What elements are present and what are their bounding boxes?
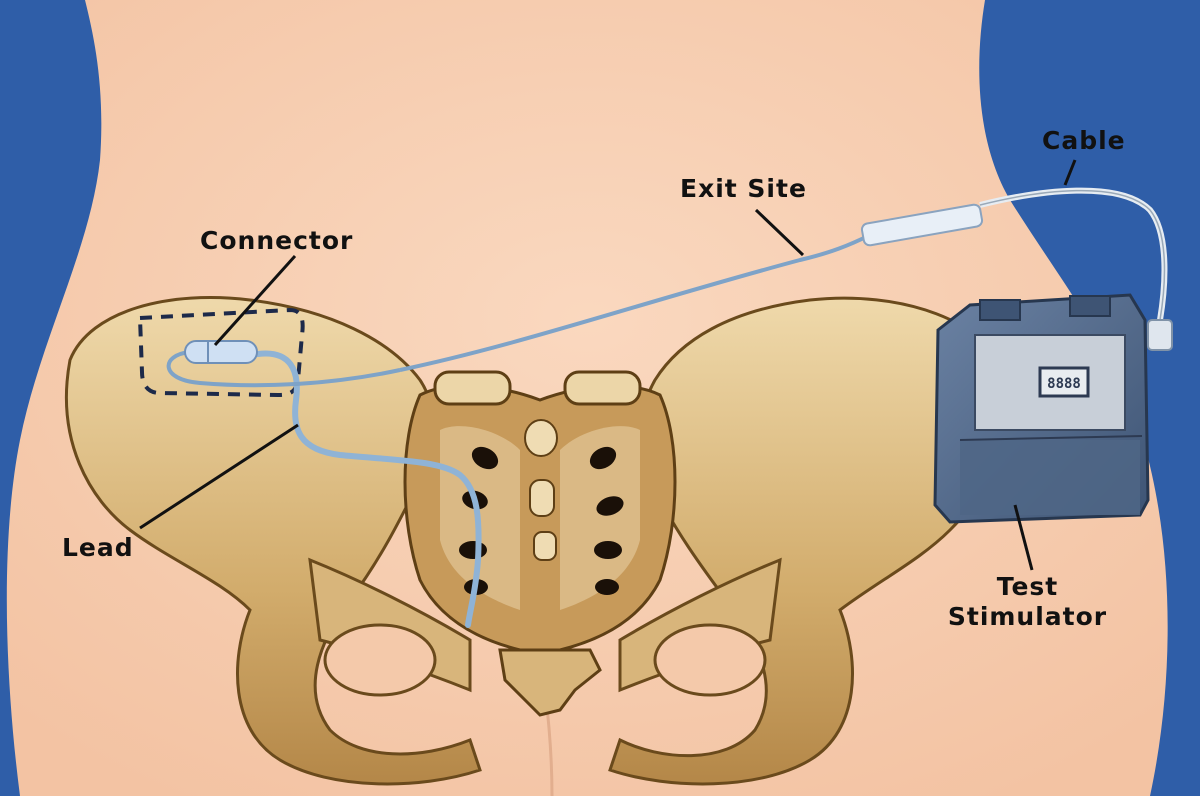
cable-plug — [1147, 319, 1173, 351]
label-cable: Cable — [1042, 126, 1126, 155]
device-knob-left — [979, 299, 1021, 321]
cable-leader — [1063, 159, 1077, 186]
label-test-stimulator-line1: Test — [996, 572, 1059, 601]
left-obturator — [323, 623, 437, 697]
right-ilium — [608, 296, 1014, 786]
connector-pocket-outline — [137, 307, 305, 398]
exit-site-leader — [754, 208, 805, 257]
device-lower-case — [960, 440, 1140, 515]
lead-wire — [255, 350, 482, 628]
connector-leader — [213, 254, 297, 347]
coccyx — [498, 648, 602, 717]
sacrum-right-plate — [560, 426, 640, 610]
median-crest-2 — [529, 479, 555, 517]
median-crest-3 — [533, 531, 557, 561]
leader-lines — [139, 159, 1077, 571]
label-test-stimulator: Test Stimulator — [915, 572, 1140, 632]
connector-body — [184, 340, 258, 364]
median-crest-1 — [524, 419, 558, 457]
label-exit-site: Exit Site — [680, 174, 807, 203]
label-connector: Connector — [200, 226, 354, 255]
test-stimulator-device: 8888 — [933, 293, 1150, 524]
device-knob-right — [1069, 295, 1111, 317]
sacral-ala-left — [433, 370, 512, 406]
right-obturator — [653, 623, 767, 697]
lead-leader — [139, 423, 299, 530]
cable-adapter — [860, 203, 984, 247]
left-ilium — [65, 296, 482, 786]
lead-loop — [166, 350, 401, 388]
device-display-digits: 8888 — [1047, 376, 1081, 392]
label-test-stimulator-line2: Stimulator — [947, 602, 1108, 631]
extension-wire — [399, 233, 871, 372]
label-lead: Lead — [62, 533, 134, 562]
stimulator-leader — [1013, 504, 1034, 571]
sacral-ala-right — [563, 370, 642, 406]
device-display — [1038, 366, 1090, 398]
